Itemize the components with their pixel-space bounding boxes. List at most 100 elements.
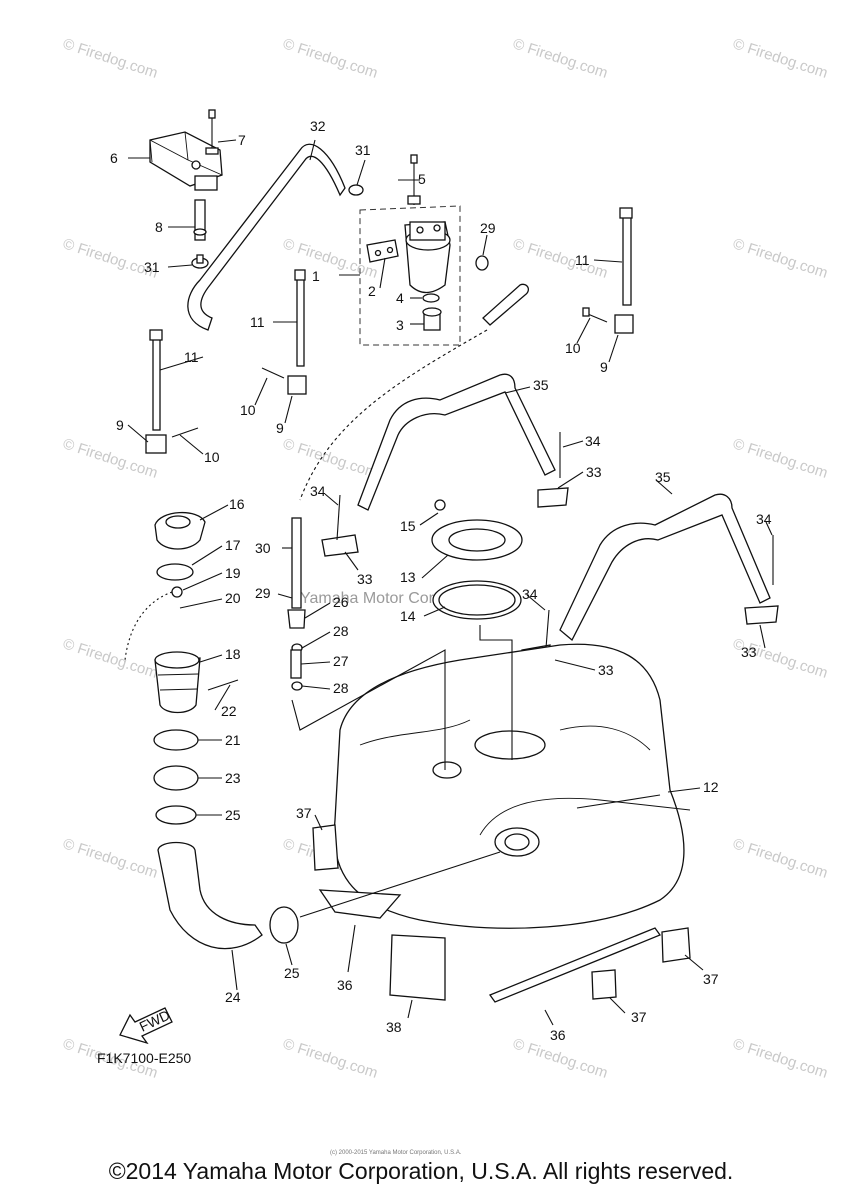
callout-12: 12	[703, 779, 719, 795]
tiny-print: (c) 2000-2015 Yamaha Motor Corporation, …	[330, 1150, 462, 1156]
callout-22: 22	[221, 703, 237, 719]
svg-text:© Firedog.com: © Firedog.com	[281, 1035, 380, 1082]
callout-35-lower: 35	[655, 469, 671, 485]
copyright-footer: ©2014 Yamaha Motor Corporation, U.S.A. A…	[108, 1158, 734, 1184]
callout-33-middle: 33	[598, 662, 614, 678]
callout-8: 8	[155, 219, 163, 235]
callout-24: 24	[225, 989, 241, 1005]
callout-13: 13	[400, 569, 416, 585]
fuel-filter-assembly	[359, 205, 461, 346]
callout-5: 5	[418, 171, 426, 187]
callout-9-left: 9	[116, 417, 124, 433]
svg-text:© Firedog.com: © Firedog.com	[731, 835, 830, 882]
callout-6: 6	[110, 150, 118, 166]
callout-32: 32	[310, 118, 326, 134]
callout-10-middle: 10	[240, 402, 256, 418]
callout-7: 7	[238, 132, 246, 148]
callout-26: 26	[333, 594, 349, 610]
fuel-tank	[333, 643, 691, 929]
bolt-5	[407, 154, 421, 205]
bolt-7	[205, 109, 219, 155]
clip-31-left	[191, 254, 209, 269]
callout-37-upper: 37	[296, 805, 312, 821]
callout-30: 30	[255, 540, 271, 556]
band-tie-left	[145, 329, 199, 454]
callout-36-left: 36	[337, 977, 353, 993]
decal-37-a	[312, 824, 339, 871]
callout-33-right: 33	[741, 644, 757, 660]
leader-lines	[127, 139, 773, 1026]
callout-29-top: 29	[480, 220, 496, 236]
filler-cap	[154, 511, 206, 550]
callout-18: 18	[225, 646, 241, 662]
callout-23: 23	[225, 770, 241, 786]
callout-21: 21	[225, 732, 241, 748]
svg-text:© Firedog.com: © Firedog.com	[511, 35, 610, 82]
svg-text:© Firedog.com: © Firedog.com	[731, 1035, 830, 1082]
bolts-34	[336, 432, 774, 649]
callout-33-upper: 33	[586, 464, 602, 480]
clip-31-top	[348, 184, 364, 196]
callout-34-upper: 34	[585, 433, 601, 449]
outlet-hose	[482, 283, 529, 326]
callout-34-right: 34	[756, 511, 772, 527]
filler-hose-24	[157, 841, 263, 950]
callout-19: 19	[225, 565, 241, 581]
vent-pipe	[287, 517, 306, 691]
svg-text:© Firedog.com: © Firedog.com	[281, 35, 380, 82]
gasket-21	[153, 729, 199, 751]
callout-25-lower: 25	[284, 965, 300, 981]
svg-text:© Firedog.com: © Firedog.com	[61, 635, 160, 682]
callout-labels: 1 2 3 4 5 6 7 8 9 9 9 10 10 10 11 11 11 …	[97, 118, 772, 1066]
callout-38: 38	[386, 1019, 402, 1035]
callout-34-middle: 34	[522, 586, 538, 602]
decal-38	[389, 934, 446, 1001]
svg-text:© Firedog.com: © Firedog.com	[61, 35, 160, 82]
washer-19	[171, 586, 183, 598]
band-tie-middle	[261, 269, 307, 395]
callout-31-top: 31	[355, 142, 371, 158]
hose-32	[187, 143, 346, 331]
vent-cover	[149, 131, 223, 191]
callout-2: 2	[368, 283, 376, 299]
callout-20: 20	[225, 590, 241, 606]
callout-15: 15	[400, 518, 416, 534]
svg-text:© Firedog.com: © Firedog.com	[281, 435, 380, 482]
svg-text:© Firedog.com: © Firedog.com	[61, 435, 160, 482]
pump-plate	[431, 499, 523, 620]
callout-14: 14	[400, 608, 416, 624]
nut-23	[153, 765, 199, 791]
callout-10-left: 10	[204, 449, 220, 465]
clamp-25-lower	[269, 906, 299, 944]
callout-4: 4	[396, 290, 404, 306]
callout-3: 3	[396, 317, 404, 333]
svg-text:© Firedog.com: © Firedog.com	[731, 435, 830, 482]
svg-text:© Firedog.com: © Firedog.com	[61, 835, 160, 882]
callout-33-left: 33	[357, 571, 373, 587]
decal-37-b	[661, 927, 691, 963]
callout-31-left: 31	[144, 259, 160, 275]
fwd-arrow: FWD	[119, 1007, 173, 1045]
decal-37-c	[591, 969, 617, 1000]
callout-11-middle: 11	[250, 314, 265, 330]
pipe-8	[193, 199, 207, 241]
strap-35-upper	[357, 373, 556, 511]
callout-11-left: 11	[184, 349, 199, 365]
callout-9-middle: 9	[276, 420, 284, 436]
callout-28-upper: 28	[333, 623, 349, 639]
decal-36-upper	[318, 889, 402, 919]
callout-28-lower: 28	[333, 680, 349, 696]
svg-text:© Firedog.com: © Firedog.com	[731, 35, 830, 82]
filler-neck	[154, 651, 239, 714]
callout-25-upper: 25	[225, 807, 241, 823]
callout-34-left: 34	[310, 483, 326, 499]
tether-chain	[124, 591, 173, 661]
callout-37-lower: 37	[631, 1009, 647, 1025]
callout-1: 1	[312, 268, 320, 284]
gasket-17	[156, 563, 194, 581]
callout-17: 17	[225, 537, 241, 553]
callout-37-right: 37	[703, 971, 719, 987]
band-tie-right	[582, 207, 634, 334]
callout-10-right: 10	[565, 340, 581, 356]
